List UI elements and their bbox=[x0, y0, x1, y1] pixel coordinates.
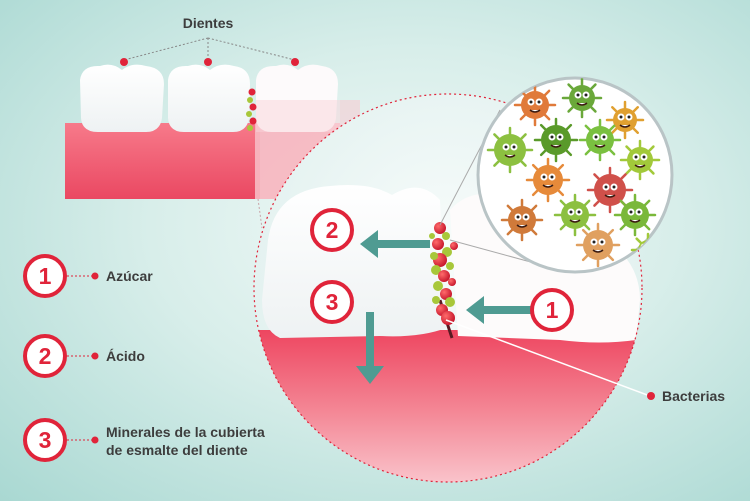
small-bacteria-cluster bbox=[246, 88, 257, 131]
bacteria-blob bbox=[433, 281, 443, 291]
legend-number-2: 2 bbox=[39, 343, 52, 369]
germ-icon bbox=[500, 198, 544, 242]
arrow-minerals bbox=[356, 312, 384, 384]
small-teeth bbox=[80, 64, 340, 132]
germ-icon bbox=[578, 118, 622, 162]
germ-icon bbox=[553, 193, 597, 237]
dientes-pointer-lines bbox=[120, 37, 299, 66]
legend-label-2: Ácido bbox=[106, 348, 145, 364]
bacteria-blob bbox=[429, 233, 435, 239]
germ-icon bbox=[486, 126, 534, 174]
bacteria-blob bbox=[442, 232, 450, 240]
diagram-marker-1-text: 1 bbox=[546, 297, 559, 323]
diagram-marker-2-text: 2 bbox=[326, 217, 339, 243]
bacteria-blob bbox=[432, 238, 444, 250]
bacterias-callout: Bacterias bbox=[445, 319, 725, 404]
legend-label-1: Azúcar bbox=[106, 268, 153, 284]
bacteria-blob bbox=[432, 296, 440, 304]
germ-icon bbox=[525, 157, 571, 203]
germ-icon bbox=[613, 193, 657, 237]
bacteria-zoom-circle bbox=[439, 76, 674, 274]
legend-item-2: 2 Ácido bbox=[23, 334, 145, 378]
arrow-sugar bbox=[466, 296, 532, 324]
bacteria-blob bbox=[434, 222, 446, 234]
legend-label-3-line-2: de esmalte del diente bbox=[106, 442, 248, 458]
bacteria-blob bbox=[442, 247, 452, 257]
legend-item-1: 1 Azúcar bbox=[23, 254, 153, 298]
bacteria-blob bbox=[440, 288, 452, 300]
bacteria-blob bbox=[450, 242, 458, 250]
germ-icon bbox=[561, 78, 603, 119]
germ-icon bbox=[575, 222, 621, 268]
germ-icon bbox=[513, 83, 557, 127]
germ-icon bbox=[586, 166, 634, 214]
dientes-label: Dientes bbox=[183, 15, 234, 31]
bacteria-blob bbox=[446, 262, 454, 270]
germ-icon bbox=[533, 117, 579, 163]
diagram-marker-2: 2 bbox=[310, 208, 354, 252]
arrow-acid bbox=[360, 230, 430, 258]
germ-icon bbox=[619, 139, 661, 181]
legend-number-3: 3 bbox=[39, 427, 52, 453]
big-bacteria-column bbox=[429, 222, 458, 325]
legend: 1 Azúcar 2 Ácido 3 Minerales de la cubie… bbox=[23, 254, 265, 462]
diagram-marker-3-text: 3 bbox=[326, 289, 339, 315]
legend-item-3: 3 Minerales de la cubierta de esmalte de… bbox=[23, 418, 265, 462]
bacteria-blob bbox=[448, 278, 456, 286]
legend-number-1: 1 bbox=[39, 263, 52, 289]
bacterias-label: Bacterias bbox=[662, 388, 725, 404]
diagram-marker-1: 1 bbox=[530, 288, 574, 332]
bacteria-blob bbox=[431, 265, 441, 275]
legend-label-3-line-1: Minerales de la cubierta bbox=[106, 424, 265, 440]
germ-icon bbox=[605, 100, 645, 140]
bacteria-blob bbox=[438, 270, 450, 282]
diagram-marker-3: 3 bbox=[310, 280, 354, 324]
bacteria-blob bbox=[445, 297, 455, 307]
bacteria-blob bbox=[430, 252, 438, 260]
